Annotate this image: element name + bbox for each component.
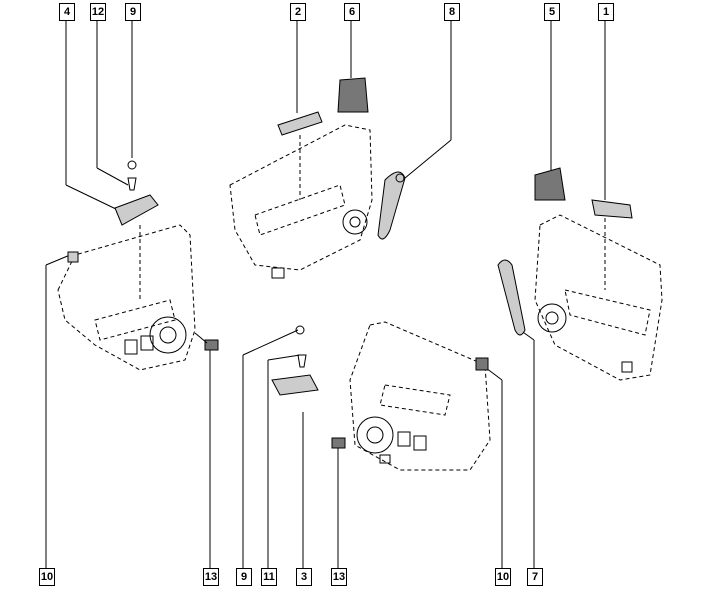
callout-9-bottom: 9 (236, 568, 252, 586)
callout-3: 3 (296, 568, 312, 586)
callout-1: 1 (598, 3, 614, 21)
callout-10: 10 (39, 568, 55, 586)
front-right-door-panel (497, 167, 663, 381)
callout-11: 11 (261, 568, 277, 586)
leader-lines (45, 20, 606, 568)
callout-5: 5 (544, 3, 560, 21)
callout-7: 7 (527, 568, 543, 586)
callout-2: 2 (290, 3, 306, 21)
callout-8: 8 (444, 3, 460, 21)
callout-4: 4 (59, 3, 75, 21)
callout-13: 13 (203, 568, 219, 586)
callout-9: 9 (125, 3, 141, 21)
right-rear-door-panel (271, 321, 491, 471)
callout-10-right: 10 (495, 568, 511, 586)
left-rear-door-panel (57, 160, 219, 371)
front-left-door-panel (229, 77, 406, 279)
callout-12: 12 (90, 3, 106, 21)
callout-6: 6 (344, 3, 360, 21)
callout-13-right: 13 (331, 568, 347, 586)
